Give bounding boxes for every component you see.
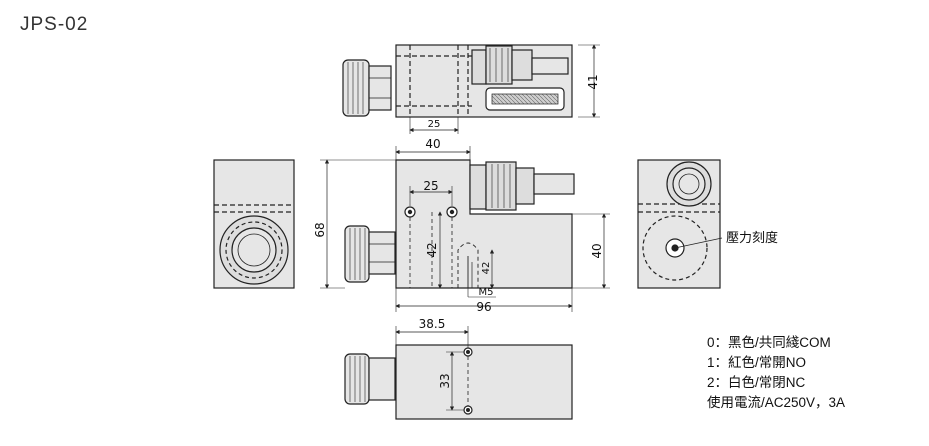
dim-side-height: 40 bbox=[590, 243, 604, 258]
dim-top-height: 41 bbox=[586, 74, 600, 89]
wiring-note-com: 0：黑色/共同綫COM bbox=[707, 335, 831, 350]
bottom-view bbox=[344, 326, 573, 420]
model-title: JPS-02 bbox=[20, 14, 89, 35]
dim-front-top-width: 40 bbox=[425, 137, 440, 151]
right-view bbox=[572, 159, 723, 289]
wiring-note-rating: 使用電流/AC250V，3A bbox=[707, 395, 846, 410]
dim-bottom-offset: 38.5 bbox=[419, 317, 446, 331]
wiring-note-nc: 2：白色/常閉NC bbox=[707, 375, 806, 390]
wiring-note-no: 1：紅色/常開NO bbox=[707, 355, 807, 370]
dim-front-hole-spacing: 25 bbox=[423, 179, 438, 193]
dim-front-thread: M5 bbox=[479, 287, 494, 298]
dim-front-slot-depth: 42 bbox=[481, 262, 492, 275]
knob-front bbox=[344, 225, 370, 283]
front-view bbox=[320, 146, 575, 312]
pressure-scale-top bbox=[491, 93, 559, 105]
dim-front-length: 96 bbox=[476, 300, 491, 314]
wiring-notes: 0：黑色/共同綫COM 1：紅色/常開NO 2：白色/常閉NC 使用電流/AC2… bbox=[707, 333, 845, 413]
dim-bottom-hole-spacing: 33 bbox=[438, 373, 452, 388]
dim-front-hole-depth: 42 bbox=[425, 242, 439, 257]
top-view bbox=[342, 44, 600, 134]
knob-top bbox=[342, 59, 370, 117]
pressure-scale-label: 壓力刻度 bbox=[726, 230, 778, 246]
dim-front-height: 68 bbox=[313, 222, 327, 237]
dim-top-width: 25 bbox=[428, 119, 441, 130]
pressure-gauge bbox=[642, 215, 708, 281]
left-view bbox=[213, 159, 295, 289]
